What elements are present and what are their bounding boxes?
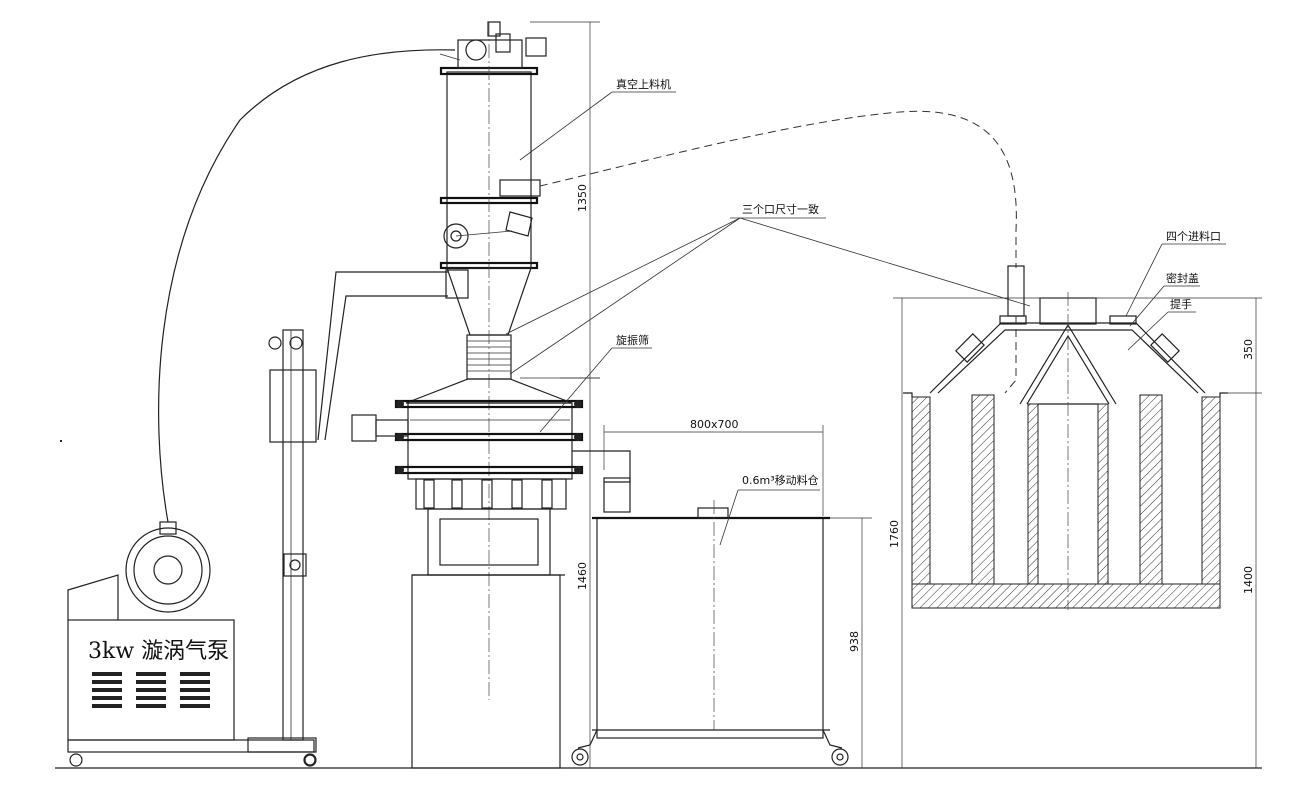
label-four-inlets: 四个进料口	[1166, 229, 1221, 243]
label-seal-cover: 密封盖	[1166, 271, 1199, 285]
stray-dot	[60, 440, 62, 442]
mobile-bin	[571, 500, 849, 766]
dim-1760: 1760	[888, 520, 901, 548]
vacuum-hose	[158, 49, 456, 523]
feed-pipe-inner	[324, 295, 448, 441]
vibrating-screen	[351, 378, 631, 769]
label-vacuum-loader: 真空上料机	[616, 77, 671, 91]
label-mobile-bin: 0.6m³移动料仓	[742, 473, 819, 487]
pump-vent-grille	[92, 672, 210, 708]
label-vibrating-screen: 旋振筛	[616, 333, 649, 347]
pump-label: 3kw 漩涡气泵	[88, 639, 229, 664]
label-handle: 提手	[1170, 297, 1192, 311]
dim-1350: 1350	[576, 184, 589, 212]
feed-pipe-outer	[317, 271, 448, 441]
control-column	[247, 329, 317, 766]
tank-section	[903, 292, 1228, 610]
vortex-pump: 3kw 漩涡气泵	[67, 521, 317, 767]
dim-938: 938	[848, 631, 861, 652]
label-same-size-ports: 三个口尺寸一致	[742, 202, 819, 216]
dim-1460: 1460	[576, 562, 589, 590]
vacuum-loader	[439, 21, 547, 336]
dim-1400: 1400	[1242, 566, 1255, 594]
annotations: 真空上料机 三个口尺寸一致 四个进料口 密封盖 提手 旋振筛 0.6m³移动料仓	[505, 77, 1226, 546]
dim-800x700: 800x700	[690, 418, 739, 431]
dim-350: 350	[1242, 339, 1255, 360]
return-hose	[539, 110, 1017, 268]
